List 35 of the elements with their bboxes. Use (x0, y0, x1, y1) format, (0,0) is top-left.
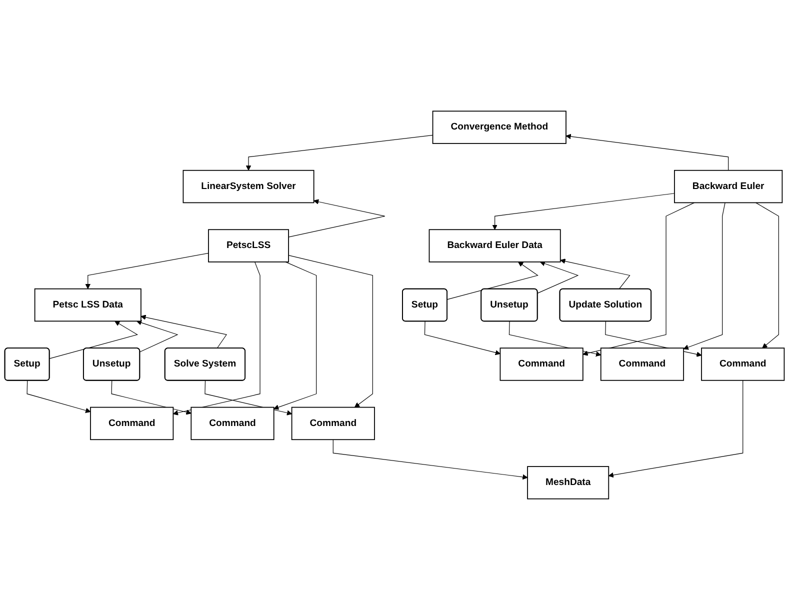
arrow (492, 193, 675, 230)
node-box: Command (291, 406, 375, 440)
node-box: Command (600, 348, 684, 381)
arrow (49, 320, 138, 359)
arrow (447, 262, 538, 300)
arrow (26, 380, 91, 414)
arrow (140, 314, 228, 349)
arrow (274, 262, 317, 410)
arrow (85, 252, 209, 290)
node-box: PetscLSS (208, 229, 289, 262)
node-box: LinearSystem Solver (182, 170, 314, 204)
arrow (332, 439, 528, 480)
node-box: Backward Euler (674, 170, 783, 204)
arrow (537, 261, 579, 294)
arrow (683, 202, 726, 350)
node-box: Petsc LSS Data (34, 288, 142, 322)
node-box: MeshData (527, 466, 610, 500)
arrow (288, 255, 373, 408)
arrow (582, 202, 695, 356)
arrow (172, 262, 260, 416)
node-box: Convergence Method (432, 110, 566, 144)
arrow (755, 202, 779, 348)
arrow (424, 321, 500, 356)
node-box: Command (701, 348, 785, 381)
node-box: Backward Euler Data (428, 229, 561, 262)
arrow (560, 258, 630, 290)
arrow (136, 320, 178, 352)
node-box: Command (90, 406, 174, 440)
node-box: Command (190, 406, 274, 440)
arrow (608, 380, 744, 478)
arrow (246, 134, 434, 171)
arrow (288, 199, 386, 238)
arrow (566, 134, 729, 171)
node-box: Command (500, 348, 584, 381)
arrow (111, 380, 192, 415)
